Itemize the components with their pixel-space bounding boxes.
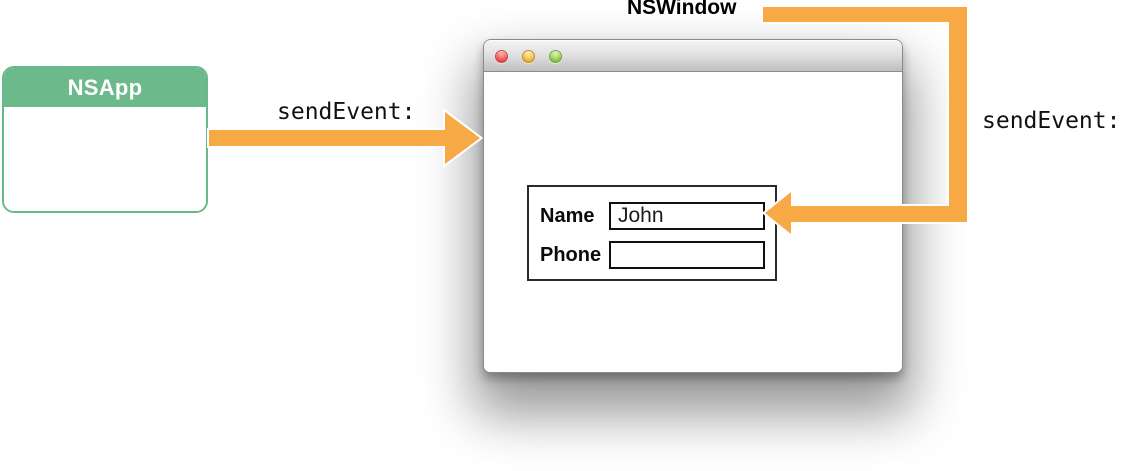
mac-window: Name Phone — [483, 39, 903, 373]
nsapp-card: NSApp — [2, 66, 208, 213]
window-titlebar[interactable] — [484, 40, 902, 72]
form-box: Name Phone — [527, 185, 777, 281]
send-event-label-left: sendEvent: — [277, 99, 416, 125]
nsapp-card-header: NSApp — [4, 68, 206, 107]
nsapp-card-body — [4, 107, 206, 211]
minimize-button[interactable] — [522, 50, 535, 63]
window-body: Name Phone — [484, 72, 902, 372]
phone-label: Phone — [540, 244, 602, 266]
close-button[interactable] — [495, 50, 508, 63]
send-event-label-right: sendEvent: — [982, 108, 1121, 134]
zoom-button[interactable] — [549, 50, 562, 63]
phone-field[interactable] — [609, 241, 765, 269]
nsapp-title: NSApp — [67, 74, 143, 100]
name-field[interactable] — [609, 202, 765, 230]
name-label: Name — [540, 205, 595, 227]
nswindow-label: NSWindow — [627, 0, 737, 19]
